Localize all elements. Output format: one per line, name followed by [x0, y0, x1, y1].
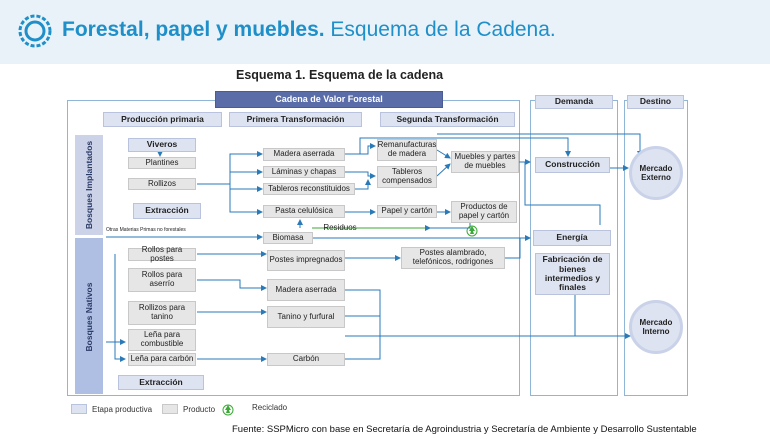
legend-reciclado: Reciclado	[252, 403, 288, 412]
node-laminas: Láminas y chapas	[263, 166, 345, 178]
source-note: Fuente: SSPMicro con base en Secretaría …	[232, 424, 697, 435]
node-rollos-aserrio: Rollos para aserrío	[128, 268, 196, 292]
node-productos-papel: Productos de papel y cartón	[451, 201, 517, 223]
node-extraccion-bottom: Extracción	[118, 375, 204, 390]
node-viveros: Viveros	[128, 138, 196, 152]
legend-recycle-icon	[222, 404, 234, 416]
legend-swatch-producto	[162, 404, 178, 414]
header-banner: Forestal, papel y muebles. Esquema de la…	[0, 0, 770, 64]
legend-swatch-etapa	[71, 404, 87, 414]
page-title-bold: Forestal, papel y muebles.	[62, 18, 325, 41]
page-title: Forestal, papel y muebles. Esquema de la…	[62, 18, 556, 42]
stage-segunda: Segunda Transformación	[380, 112, 515, 127]
side-implantados	[75, 135, 103, 235]
side-nativos	[75, 238, 103, 394]
node-lena-carbon: Leña para carbón	[128, 353, 196, 366]
node-postes-impregnados: Postes impregnados	[267, 250, 345, 271]
recycle-icon	[466, 225, 478, 237]
node-otras-materias: Otras Materias Primas no forestales	[106, 227, 186, 234]
node-lena-combustible: Leña para combustible	[128, 329, 196, 351]
node-residuos: Residuos	[323, 222, 357, 232]
node-fabricacion: Fabricación de bienes intermedios y fina…	[535, 253, 610, 295]
node-tableros-compensados: Tableros compensados	[377, 166, 437, 188]
node-rollizos: Rollizos	[128, 178, 196, 190]
logo-icon	[18, 14, 52, 48]
stage-primera: Primera Transformación	[229, 112, 362, 127]
node-mercado-interno: Mercado Interno	[629, 300, 683, 354]
node-extraccion-top: Extracción	[133, 203, 201, 219]
node-energia: Energía	[533, 230, 611, 246]
node-plantines: Plantines	[128, 157, 196, 169]
node-tanino: Tanino y furfural	[267, 306, 345, 328]
node-remanufacturas: Remanufacturas de madera	[377, 139, 437, 161]
node-muebles: Muebles y partes de muebles	[451, 151, 519, 173]
stage-cadena: Cadena de Valor Forestal	[215, 91, 443, 108]
node-postes-alambrado: Postes alambrado, telefónicos, rodrigone…	[401, 247, 505, 269]
legend-etapa: Etapa productiva	[92, 405, 153, 414]
stage-destino: Destino	[627, 95, 684, 109]
node-papel: Papel y cartón	[377, 205, 437, 218]
node-madera-aserrada: Madera aserrada	[263, 148, 345, 161]
page-title-rest: Esquema de la Cadena.	[324, 18, 556, 41]
stage-primaria: Producción primaria	[103, 112, 222, 127]
legend-producto: Producto	[183, 405, 216, 414]
node-mercado-externo: Mercado Externo	[629, 146, 683, 200]
scheme-title: Esquema 1. Esquema de la cadena	[236, 68, 444, 82]
node-rollizos-tanino: Rollizos para tanino	[128, 301, 196, 325]
node-pasta: Pasta celulósica	[263, 205, 345, 218]
node-construccion: Construcción	[535, 157, 610, 173]
node-carbon: Carbón	[267, 353, 345, 366]
node-biomasa: Biomasa	[263, 232, 313, 244]
node-tableros-reconstituidos: Tableros reconstituidos	[263, 183, 355, 195]
node-madera-aserrada-nativa: Madera aserrada	[267, 279, 345, 301]
stage-demanda: Demanda	[535, 95, 613, 109]
node-rollos-postes: Rollos para postes	[128, 245, 196, 262]
